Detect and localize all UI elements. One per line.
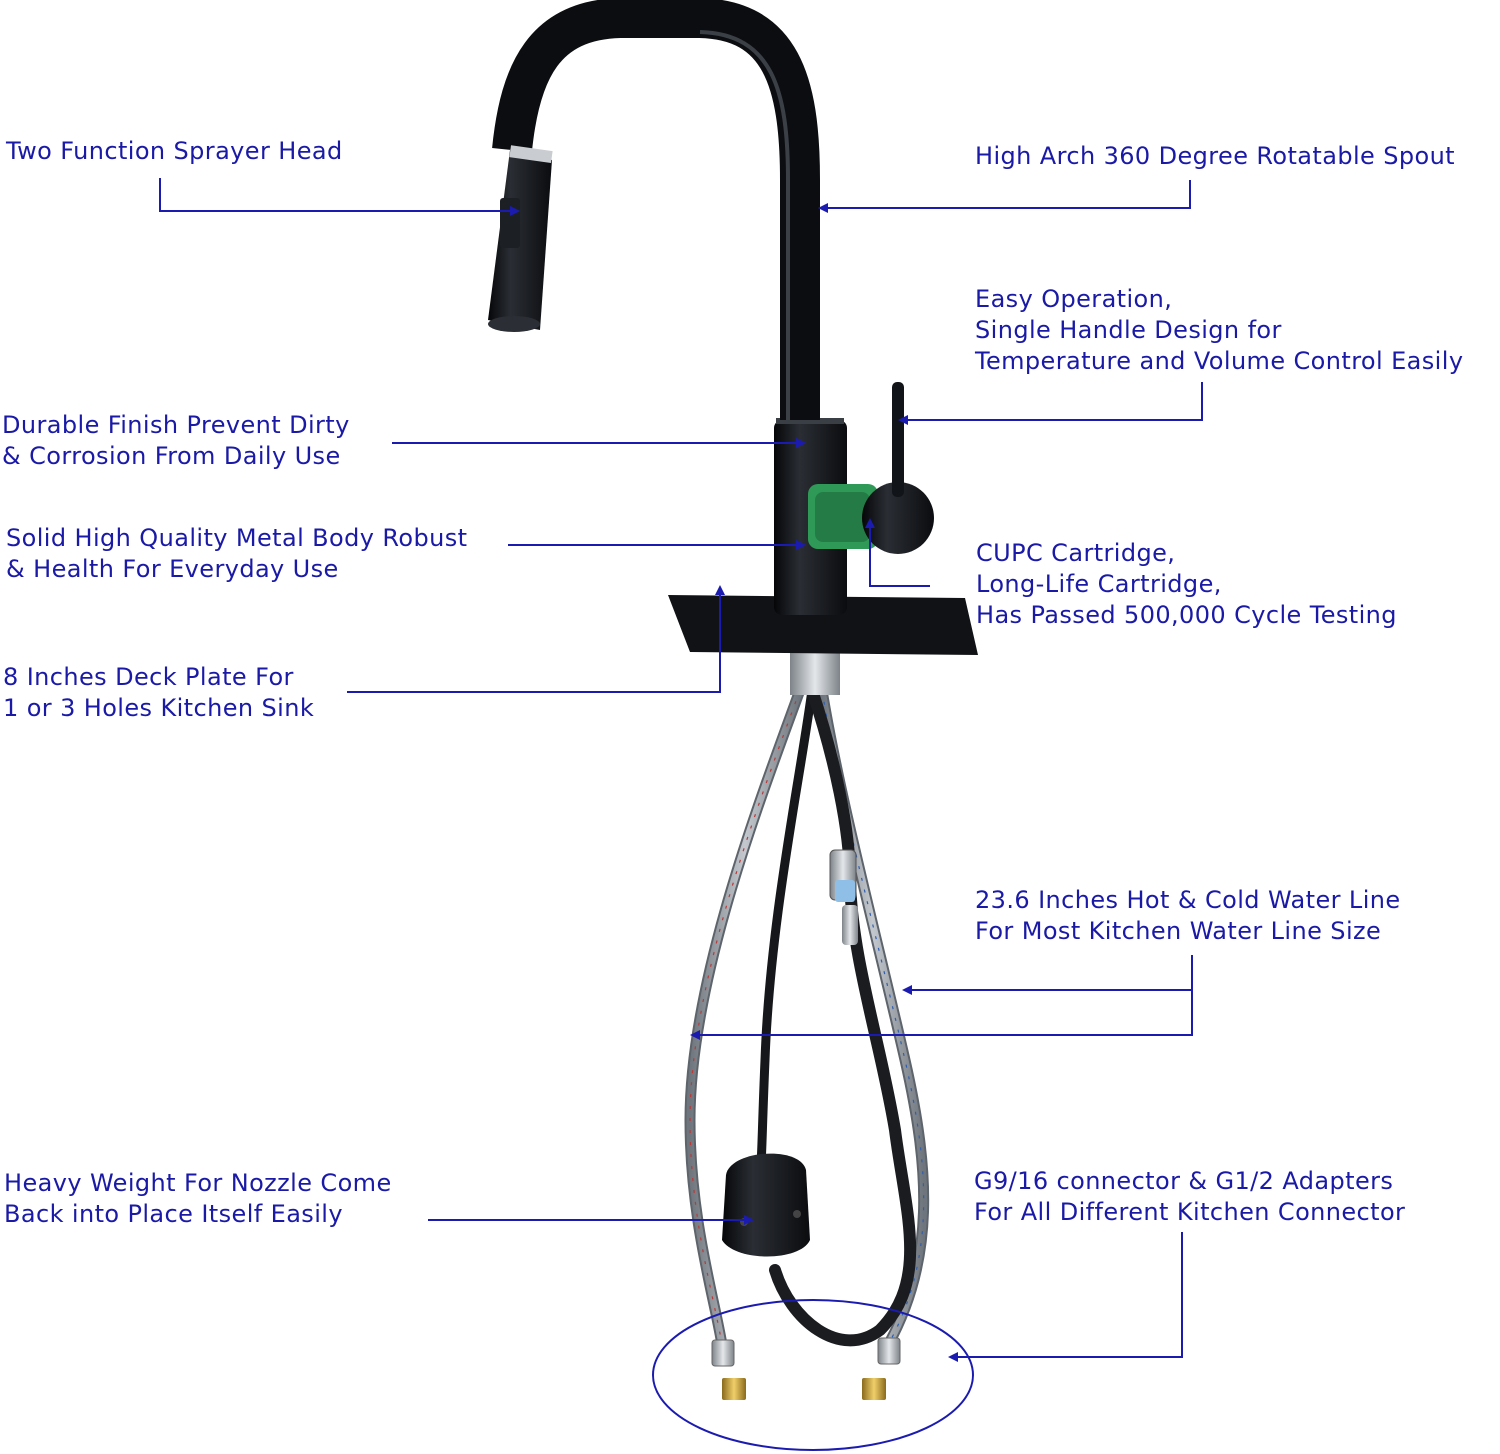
hose-connectors [711,1337,901,1400]
callout-text: Solid High Quality Metal Body Robust [6,524,468,552]
pull-out-hose [755,684,917,1347]
spout [492,0,820,420]
callout-cartridge: CUPC Cartridge, Long-Life Cartridge, Has… [976,538,1397,631]
callout-arrowheads [510,203,958,1362]
callout-text: Temperature and Volume Control Easily [975,347,1464,375]
connector-highlight-ellipse [652,1299,974,1451]
callout-text: Back into Place Itself Easily [4,1200,343,1228]
callout-text: For Most Kitchen Water Line Size [975,917,1382,945]
callout-text: Two Function Sprayer Head [6,137,343,165]
callout-connector: G9/16 connector & G1/2 Adapters For All … [974,1166,1405,1228]
callout-handle: Easy Operation, Single Handle Design for… [975,284,1463,377]
sprayer-head [488,145,553,332]
callout-spout: High Arch 360 Degree Rotatable Spout [975,141,1455,172]
callout-text: High Arch 360 Degree Rotatable Spout [975,142,1455,170]
callout-text: Single Handle Design for [975,316,1282,344]
callout-text: For All Different Kitchen Connector [974,1198,1406,1226]
callout-water-line: 23.6 Inches Hot & Cold Water Line For Mo… [975,885,1401,947]
callout-text: & Health For Everyday Use [6,555,339,583]
callout-text: CUPC Cartridge, [976,539,1176,567]
callout-finish: Durable Finish Prevent Dirty & Corrosion… [2,410,350,472]
callout-text: Has Passed 500,000 Cycle Testing [976,601,1397,629]
callout-text: Long-Life Cartridge, [976,570,1222,598]
callout-text: & Corrosion From Daily Use [2,442,341,470]
callout-text: Heavy Weight For Nozzle Come [4,1169,392,1197]
callout-text: Easy Operation, [975,285,1173,313]
callout-text: G9/16 connector & G1/2 Adapters [974,1167,1394,1195]
callout-text: Durable Finish Prevent Dirty [2,411,350,439]
water-line-hoses [684,684,930,1351]
callout-leaders [159,178,1203,1358]
callout-deck-plate: 8 Inches Deck Plate For 1 or 3 Holes Kit… [3,662,314,724]
callout-sprayer-head: Two Function Sprayer Head [6,136,343,167]
callout-text: 8 Inches Deck Plate For [3,663,294,691]
deck-plate [668,595,978,655]
callout-text: 1 or 3 Holes Kitchen Sink [3,694,315,722]
quick-connector [829,849,858,945]
callout-text: 23.6 Inches Hot & Cold Water Line [975,886,1401,914]
hose-weight [722,1153,810,1257]
handle-assembly [808,382,934,554]
callout-weight: Heavy Weight For Nozzle Come Back into P… [4,1168,392,1230]
callout-body: Solid High Quality Metal Body Robust & H… [6,523,467,585]
